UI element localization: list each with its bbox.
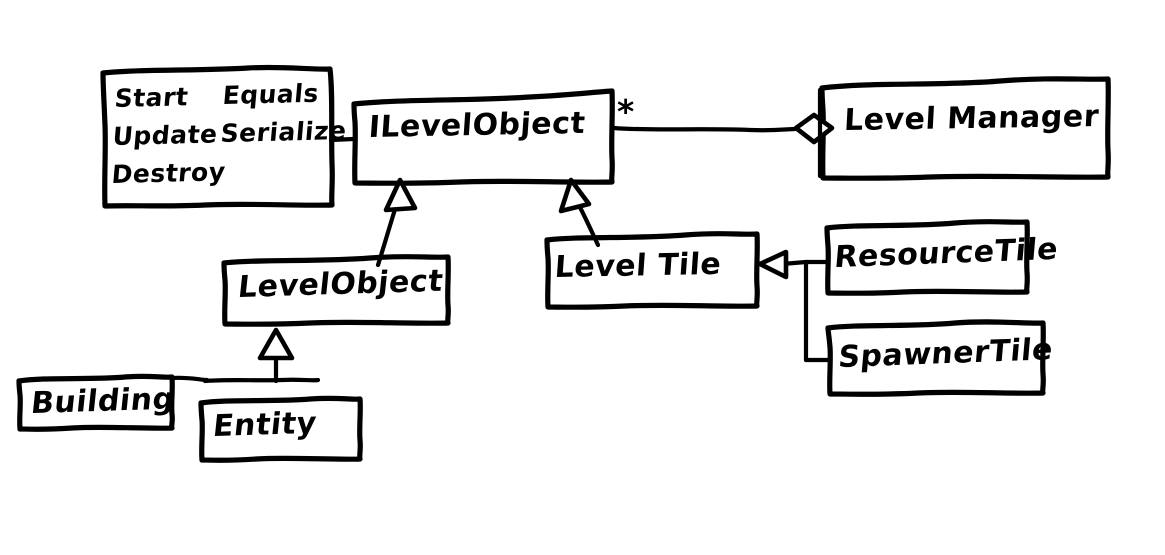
class-label-levelobject: LevelObject xyxy=(236,263,445,306)
entity-box-shape[interactable] xyxy=(198,395,363,463)
edge-ilevelobject-to-levelmanager[interactable] xyxy=(611,87,835,179)
edge-leveltile-to-ilevelobject[interactable] xyxy=(558,177,601,248)
edge-tiles-to-leveltile[interactable] xyxy=(757,249,831,363)
resourcetile-box-shape[interactable] xyxy=(824,219,1030,296)
ilevelobject-box-shape[interactable] xyxy=(351,88,615,186)
method-label-serialize: Serialize xyxy=(219,115,348,149)
methods-box-shape[interactable] xyxy=(100,64,335,209)
class-label-entity: Entity xyxy=(211,405,319,445)
class-label-levelmanager: Level Manager xyxy=(843,98,1100,139)
levelobject-box-shape[interactable] xyxy=(221,254,451,327)
edge-levelobject-to-ilevelobject[interactable] xyxy=(375,177,418,268)
edge-methods-to-ilevelobject[interactable] xyxy=(328,136,356,143)
class-label-ilevelobject: ILevelObject xyxy=(367,105,587,146)
method-label-destroy: Destroy xyxy=(110,157,227,190)
spawnertile-box-shape[interactable] xyxy=(825,319,1046,397)
method-label-update: Update xyxy=(111,119,219,152)
levelmanager-box-shape[interactable] xyxy=(819,76,1111,181)
method-label-start: Start xyxy=(113,82,190,114)
method-label-equals: Equals xyxy=(221,78,321,111)
multiplicity-label-many: * xyxy=(617,92,635,131)
leveltile-box-shape[interactable] xyxy=(544,231,760,310)
building-box-shape[interactable] xyxy=(16,373,175,432)
edge-building-entity-to-levelobject[interactable] xyxy=(169,327,321,384)
class-label-building: Building xyxy=(29,381,177,422)
class-label-leveltile: Level Tile xyxy=(553,246,723,286)
